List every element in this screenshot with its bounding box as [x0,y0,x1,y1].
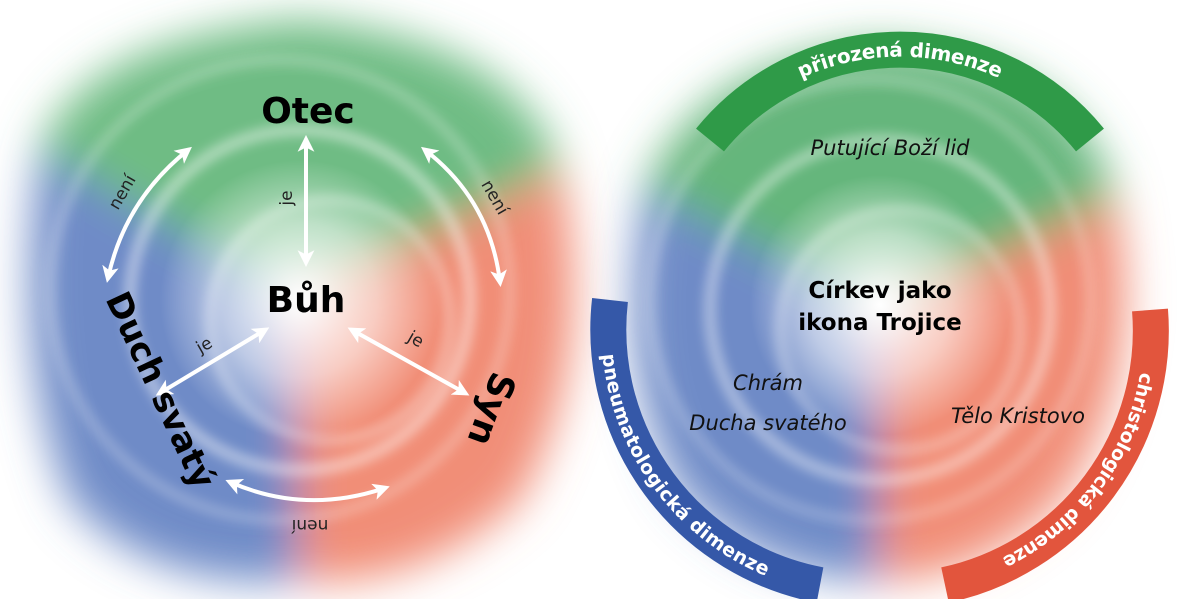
sector-left-caption-line-1: Chrám [733,371,803,395]
center-title-line-1: Církev jako [808,278,951,304]
sector-right-caption: Tělo Kristovo [951,404,1085,428]
arrow-spirit-son [225,479,390,503]
arrow-father-spirit [102,146,192,283]
relation-isnot-spirit-son: není [290,515,328,535]
relation-is-father: je [277,190,297,206]
left-arrows [102,134,507,503]
arrow-god-son [347,327,470,396]
right-center-glow [750,175,1010,435]
sector-top-caption: Putující Boží lid [810,136,970,160]
node-father: Otec [261,91,355,132]
arrow-father-son [421,146,507,288]
center-title-line-2: ikona Trojice [798,310,962,336]
node-god: Bůh [267,280,346,321]
sector-left-caption-line-2: Ducha svatého [689,411,846,435]
right-church-diagram: přirozená dimenze pneumatologická dimenz… [597,38,1157,585]
left-trinity-diagram: Otec Bůh Syn Duch svatý je je je není ne… [30,20,574,581]
arrow-god-spirit [155,327,270,396]
